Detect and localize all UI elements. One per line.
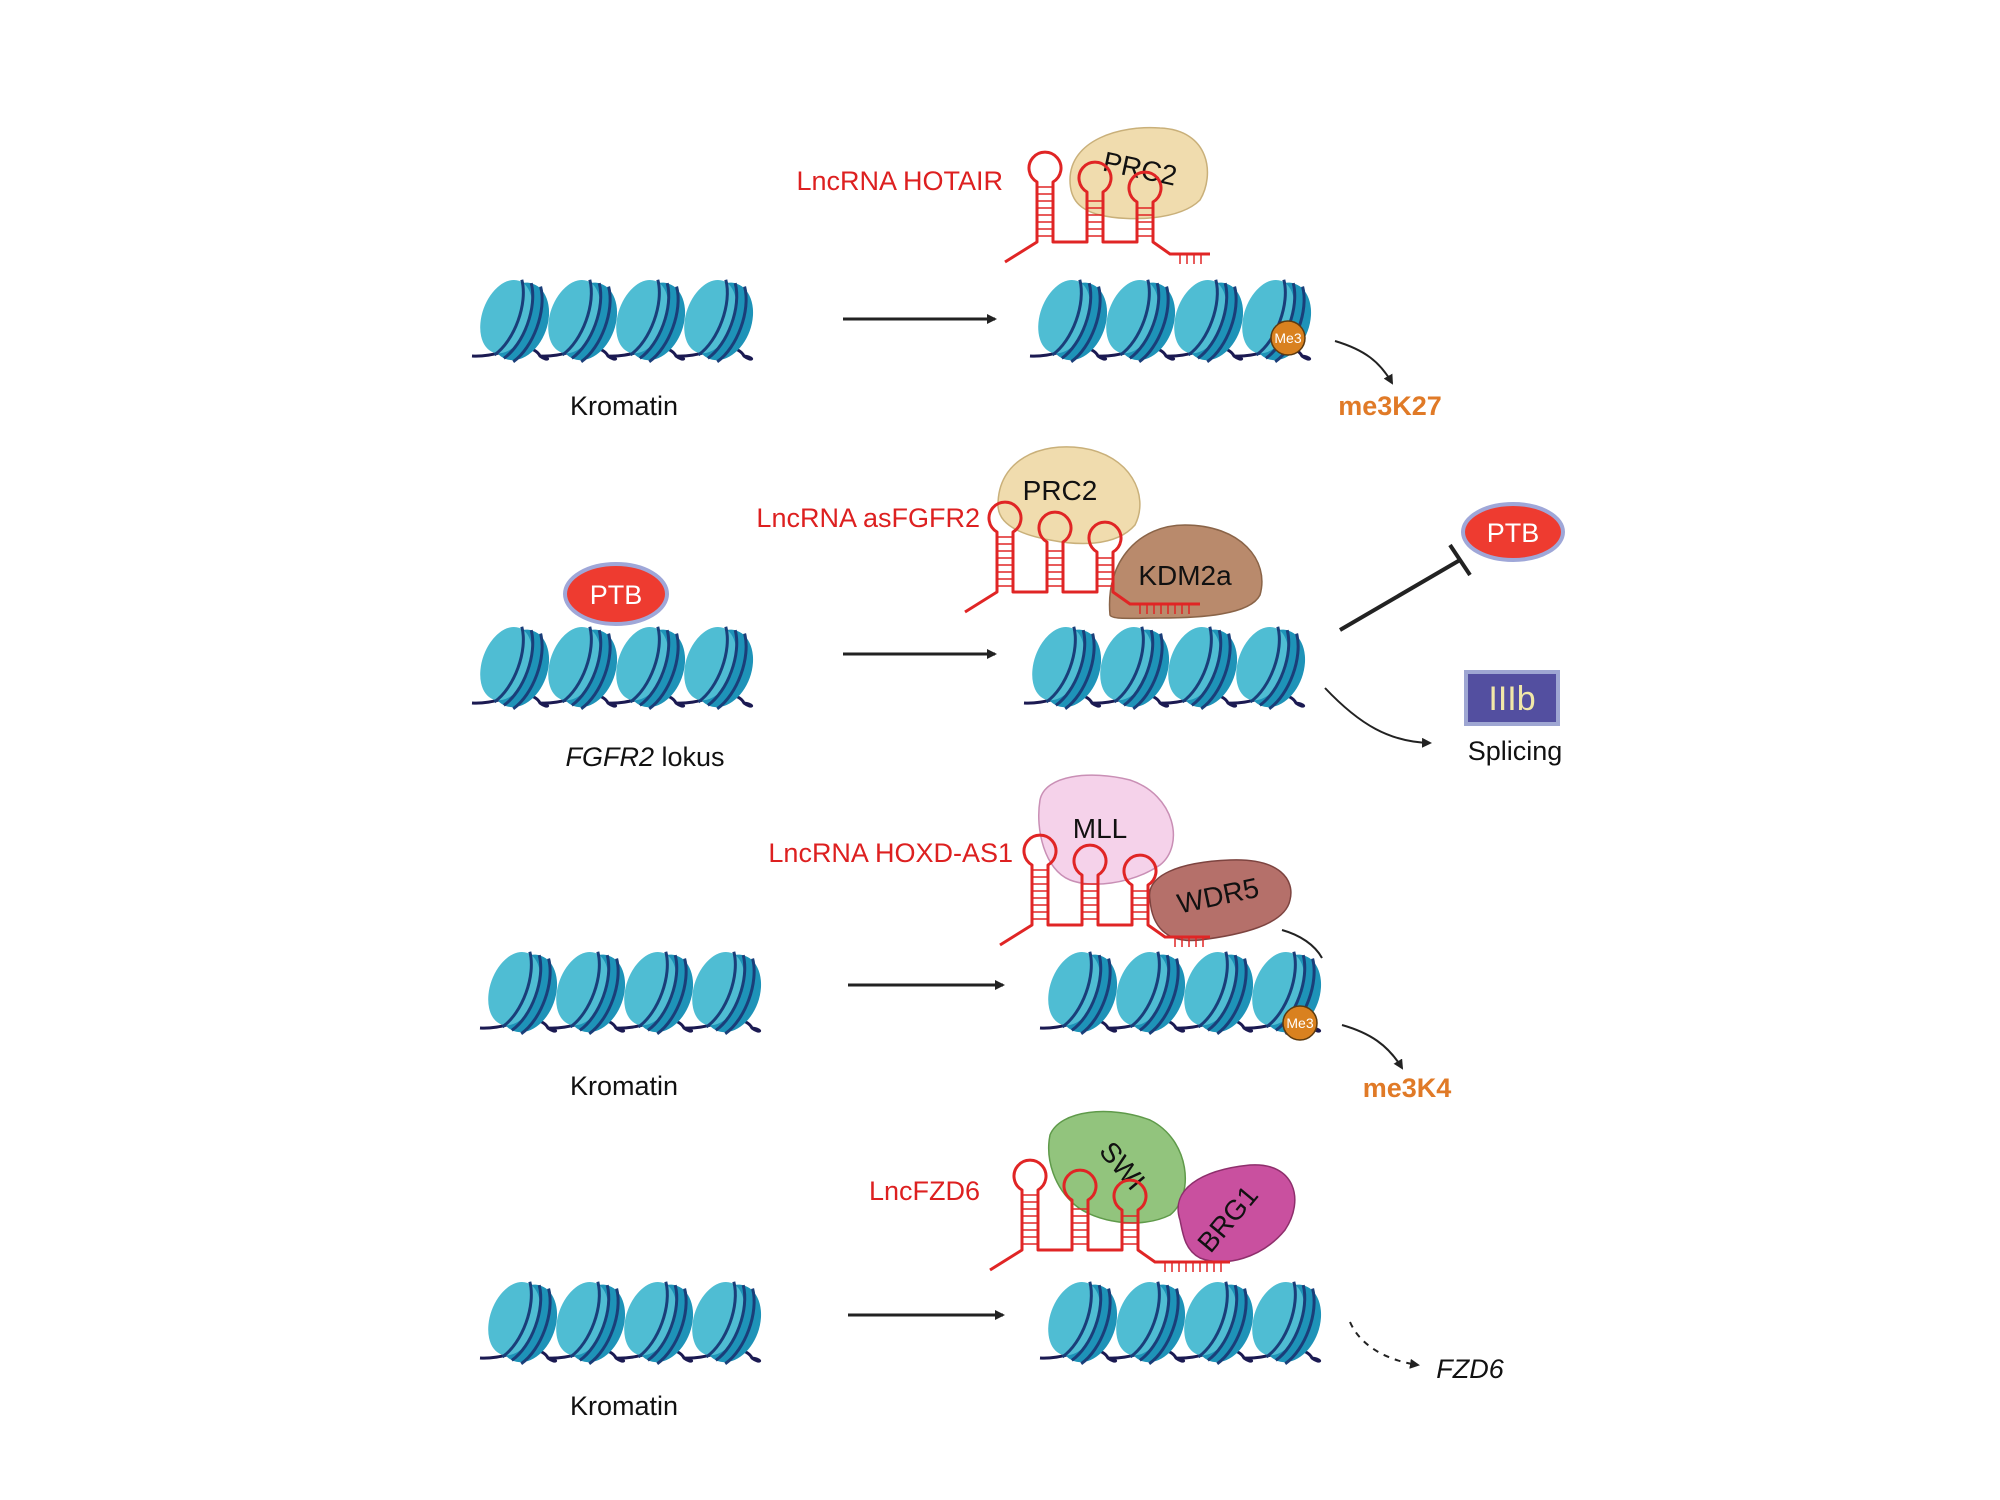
gene-name: FGFR2 xyxy=(565,742,654,772)
rna-backbone xyxy=(989,1158,1230,1272)
nucleosome xyxy=(616,279,686,363)
nucleosome xyxy=(548,626,618,710)
ptb-bound: PTB xyxy=(563,562,669,626)
rna-backbone xyxy=(1004,150,1210,264)
chromatin-unmodified xyxy=(479,1281,762,1365)
swi-shape xyxy=(1048,1110,1187,1224)
chromatin-label: Kromatin xyxy=(570,1391,678,1421)
prc2-label: PRC2 xyxy=(1023,475,1098,506)
chromatin-modified xyxy=(1029,279,1312,363)
nucleosome xyxy=(624,951,694,1035)
nucleosome xyxy=(1116,951,1186,1035)
iiib-label: IIIb xyxy=(1488,680,1535,718)
lncrna-label: LncRNA HOXD-AS1 xyxy=(768,838,1013,868)
chromatin-modified xyxy=(1023,626,1306,710)
prc2-protein: PRC2 xyxy=(997,446,1141,545)
nucleosome xyxy=(1032,626,1102,710)
brg1-shape xyxy=(1177,1164,1296,1263)
nucleosome xyxy=(616,626,686,710)
panel-fzd6: Kromatin SWI BRG1 LncFZD6 FZD6 xyxy=(479,1110,1505,1421)
panel-hotair: Kromatin PRC2 LncRNA HOTAIR Me3 me3K27 xyxy=(471,126,1442,421)
nucleosome xyxy=(556,951,626,1035)
locus-word: lokus xyxy=(654,742,725,772)
nucleosome xyxy=(1242,279,1312,363)
nucleosome xyxy=(548,279,618,363)
inhibition-line xyxy=(1338,558,1462,632)
lncfzd6-strand xyxy=(989,1158,1230,1272)
rna-backbone xyxy=(999,833,1210,947)
brg1-protein: BRG1 xyxy=(1177,1164,1296,1263)
gene-result-label: FZD6 xyxy=(1436,1354,1504,1384)
nucleosome xyxy=(1252,951,1322,1035)
nucleosome xyxy=(488,1281,558,1365)
chromatin-unmodified xyxy=(479,951,762,1035)
nucleosome xyxy=(1048,951,1118,1035)
nucleosome xyxy=(1184,1281,1254,1365)
nucleosome xyxy=(1174,279,1244,363)
mll-protein: MLL xyxy=(1038,774,1175,885)
nucleosome xyxy=(480,279,550,363)
mll-shape xyxy=(1038,774,1175,885)
chromatin-unmodified xyxy=(471,626,754,710)
transcription-arrow xyxy=(1349,1321,1420,1369)
splicing-arrow xyxy=(1324,687,1432,748)
lncrna-label: LncRNA asFGFR2 xyxy=(756,503,980,533)
ptb-inhibited: PTB xyxy=(1461,502,1565,562)
swi-protein: SWI xyxy=(1048,1110,1187,1224)
nucleosome xyxy=(1100,626,1170,710)
chromatin-modified xyxy=(1039,951,1322,1035)
methylation-result-label: me3K4 xyxy=(1363,1073,1452,1103)
nucleosome xyxy=(684,626,754,710)
methylation-arrow xyxy=(1334,340,1393,385)
recruitment-arrow xyxy=(1281,929,1323,959)
prc2-shape xyxy=(997,446,1141,545)
nucleosome xyxy=(692,951,762,1035)
nucleosome xyxy=(1236,626,1306,710)
me3-badge-label: Me3 xyxy=(1274,330,1301,346)
inhibition-bar xyxy=(1448,543,1472,577)
ptb-inhibited-label: PTB xyxy=(1487,518,1540,548)
nucleosome xyxy=(1116,1281,1186,1365)
splicing-label: Splicing xyxy=(1468,736,1563,766)
iiib-isoform-box: IIIb xyxy=(1464,670,1560,726)
kdm2a-shape xyxy=(1108,524,1263,620)
nucleosome xyxy=(1048,1281,1118,1365)
rna-backbone xyxy=(964,500,1200,614)
lncrna-label: LncRNA HOTAIR xyxy=(796,166,1003,196)
methylation-arrow xyxy=(1341,1024,1404,1070)
nucleosome xyxy=(488,951,558,1035)
nucleosome xyxy=(1106,279,1176,363)
lncrna-hoxd-as1-strand xyxy=(999,833,1210,947)
panel-hoxd-as1: Kromatin MLL WDR5 LncRNA HOXD-AS1 Me3 me… xyxy=(479,774,1452,1103)
ptb-bound-label: PTB xyxy=(590,580,643,610)
lncrna-label: LncFZD6 xyxy=(869,1176,980,1206)
mll-label: MLL xyxy=(1073,813,1127,844)
chromatin-unmodified xyxy=(471,279,754,363)
nucleosome xyxy=(1184,951,1254,1035)
nucleosome xyxy=(624,1281,694,1365)
nucleosome xyxy=(480,626,550,710)
chromatin-label: Kromatin xyxy=(570,391,678,421)
chromatin-modified xyxy=(1039,1281,1322,1365)
nucleosome xyxy=(1168,626,1238,710)
nucleosome xyxy=(1038,279,1108,363)
lncrna-asfgfr2-strand xyxy=(964,500,1200,614)
chromatin-label: FGFR2 lokus xyxy=(565,742,724,772)
me3-badge: Me3 xyxy=(1270,320,1306,356)
lncrna-hotair-strand xyxy=(1004,150,1210,264)
nucleosome xyxy=(684,279,754,363)
methylation-result-label: me3K27 xyxy=(1338,391,1442,421)
nucleosome xyxy=(1252,1281,1322,1365)
wdr5-protein: WDR5 xyxy=(1148,859,1292,942)
kdm2a-label: KDM2a xyxy=(1138,560,1232,591)
chromatin-label: Kromatin xyxy=(570,1071,678,1101)
kdm2a-protein: KDM2a xyxy=(1108,524,1263,620)
panel-asfgfr2: PTB FGFR2 lokus PRC2 KDM2a LncRNA asFGFR… xyxy=(471,446,1565,772)
nucleosome xyxy=(692,1281,762,1365)
nucleosome xyxy=(556,1281,626,1365)
me3-badge: Me3 xyxy=(1282,1005,1318,1041)
me3-badge-label: Me3 xyxy=(1286,1015,1313,1031)
